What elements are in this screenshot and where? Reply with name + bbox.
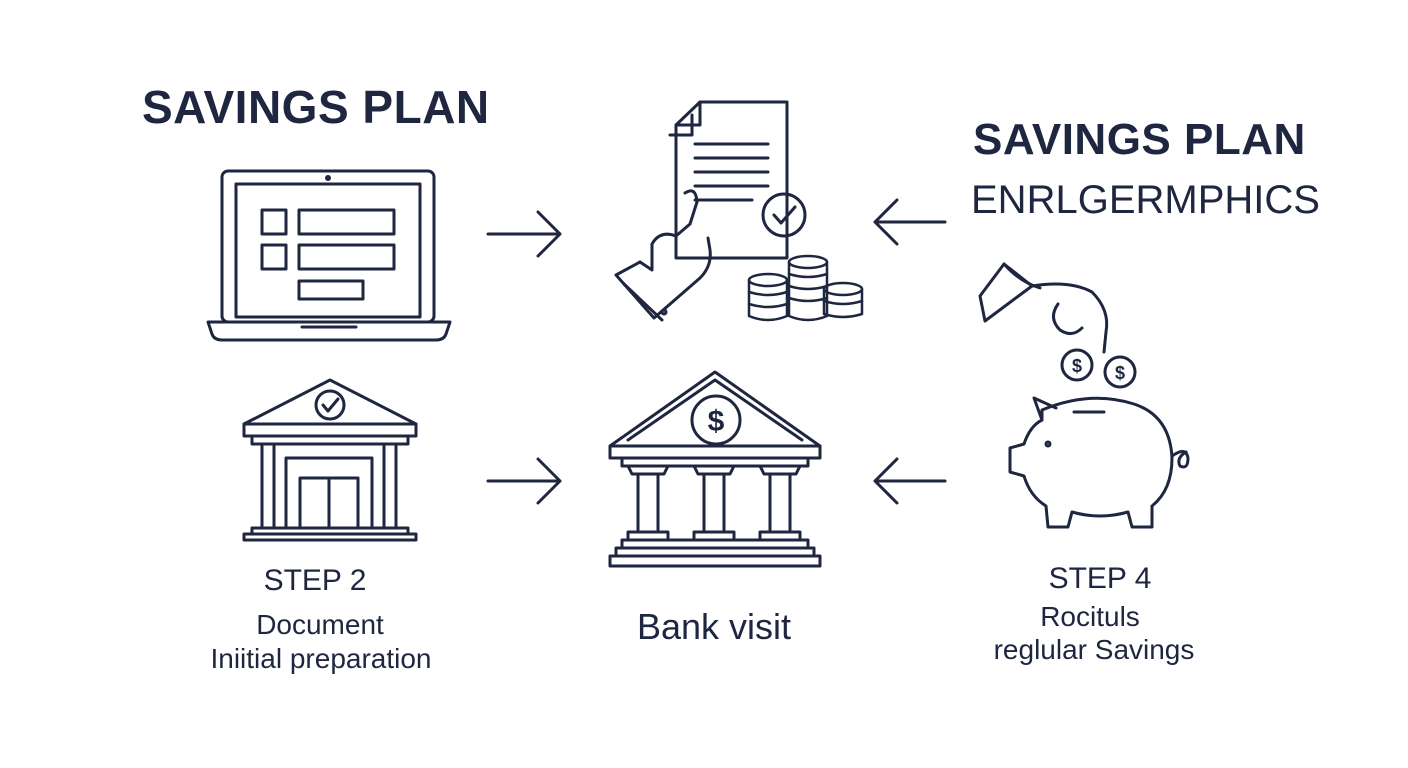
title-right: SAVINGS PLAN [973,115,1306,164]
coin-dollar-symbol-2: $ [1115,363,1125,383]
laptop-form-icon [206,169,452,342]
bank-dollar-icon: $ [608,370,822,568]
piggy-bank-icon [1008,396,1190,529]
bank-visit-label: Bank visit [636,606,792,647]
step4-label: STEP 4 [1048,562,1152,595]
title-left: SAVINGS PLAN [142,81,490,133]
arrow-right-bottom [486,457,562,505]
arrow-right-top [486,210,562,258]
bank-dollar-symbol: $ [708,405,725,438]
step4-line2: reglular Savings [993,634,1195,665]
coin-dollar-symbol-1: $ [1072,356,1082,376]
bank-check-icon [242,378,418,542]
arrow-left-bottom [873,457,947,505]
step4-line1: Rocituls [1040,601,1140,632]
step2-line1: Document [256,609,384,640]
step2-line2: Iniitial preparation [210,643,432,674]
step2-label: STEP 2 [263,564,367,597]
document-hand-coins-icon [614,100,864,322]
subtitle-right: ENRLGERMPHICS [971,178,1320,222]
hand-coins-icon: $ $ [978,262,1137,389]
arrow-left-top [873,198,947,246]
